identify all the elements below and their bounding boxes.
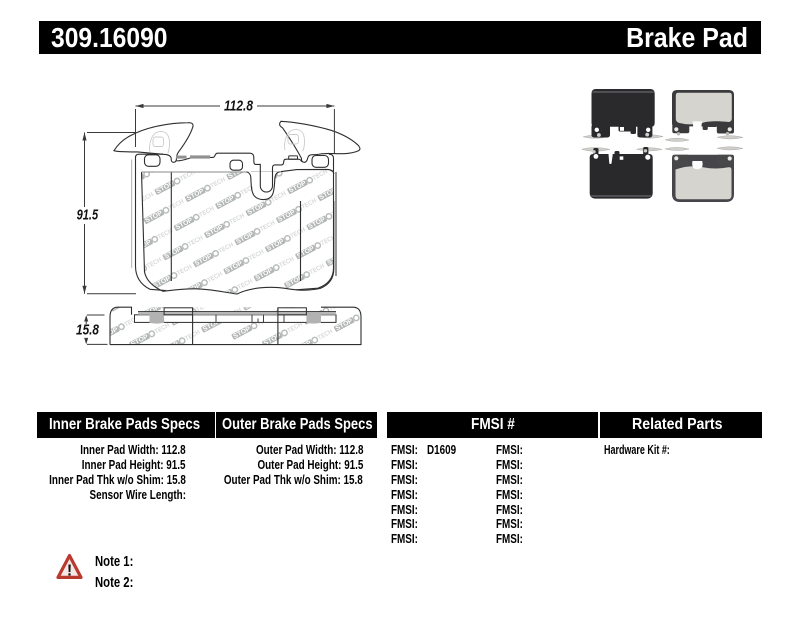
svg-text:15.8: 15.8 (76, 322, 100, 339)
svg-text:!: ! (67, 563, 72, 580)
svg-text:112.8: 112.8 (224, 98, 254, 115)
svg-text:91.5: 91.5 (77, 207, 99, 224)
